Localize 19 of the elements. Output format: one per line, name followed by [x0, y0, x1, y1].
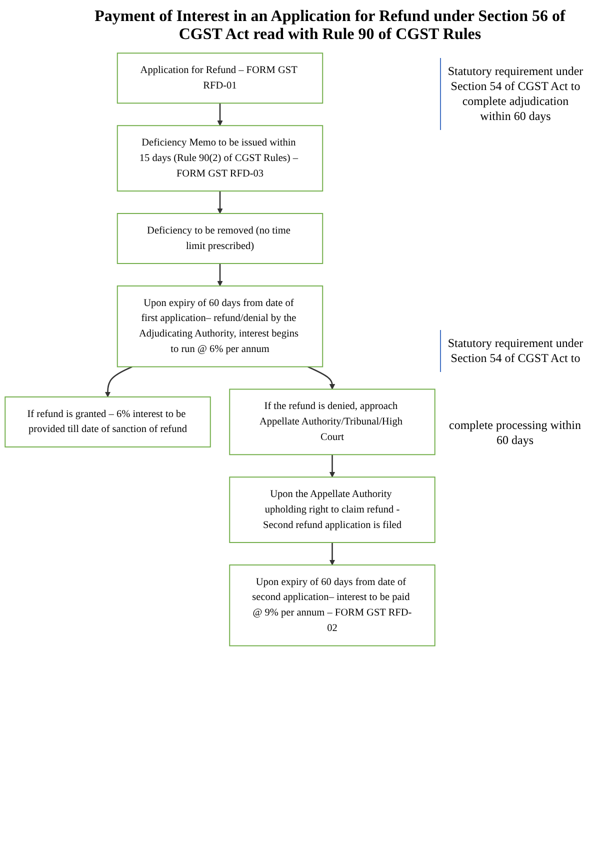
arrow	[217, 191, 223, 214]
arrow	[329, 454, 336, 478]
arrow	[308, 366, 336, 390]
node-box: If the refund is denied, approach Appellate Authority/Tribunal/High Court	[229, 388, 436, 456]
node-box: Application for Refund – FORM GST RFD-01	[116, 52, 324, 104]
node-box: Deficiency to be removed (no time limit prescribed)	[116, 213, 324, 264]
arrow	[217, 103, 223, 126]
arrow	[104, 366, 132, 398]
node-box: Upon expiry of 60 days from date of second application– interest to be paid @ 9% per annum – FORM GST RFD-02	[229, 564, 436, 646]
node-box: If refund is granted – 6% interest to be provided till date of sanction of refund	[4, 396, 211, 448]
node-box: Upon expiry of 60 days from date of first application– refund/denial by the Adjudicating Authority, interest begins to run @ 6% per annum	[116, 285, 324, 368]
arrow	[217, 264, 223, 286]
diagram-title: Payment of Interest in an Application for Refund under Section 56 of CGST Act read with Rule 90 of CGST Rules	[94, 7, 566, 45]
note-text: complete processing within 60 days	[448, 417, 582, 449]
node-box: Upon the Appellate Authority upholding right to claim refund -Second refund application is filed	[229, 476, 436, 543]
note-text: Statutory requirement under Section 54 of CGST Act to complete adjudication within 60 days	[440, 58, 590, 130]
node-box: Deficiency Memo to be issued within 15 days (Rule 90(2) of CGST Rules) – FORM GST RFD-03	[116, 125, 324, 192]
note-text: Statutory requirement under Section 54 of CGST Act to	[440, 330, 590, 372]
arrow	[329, 542, 336, 566]
